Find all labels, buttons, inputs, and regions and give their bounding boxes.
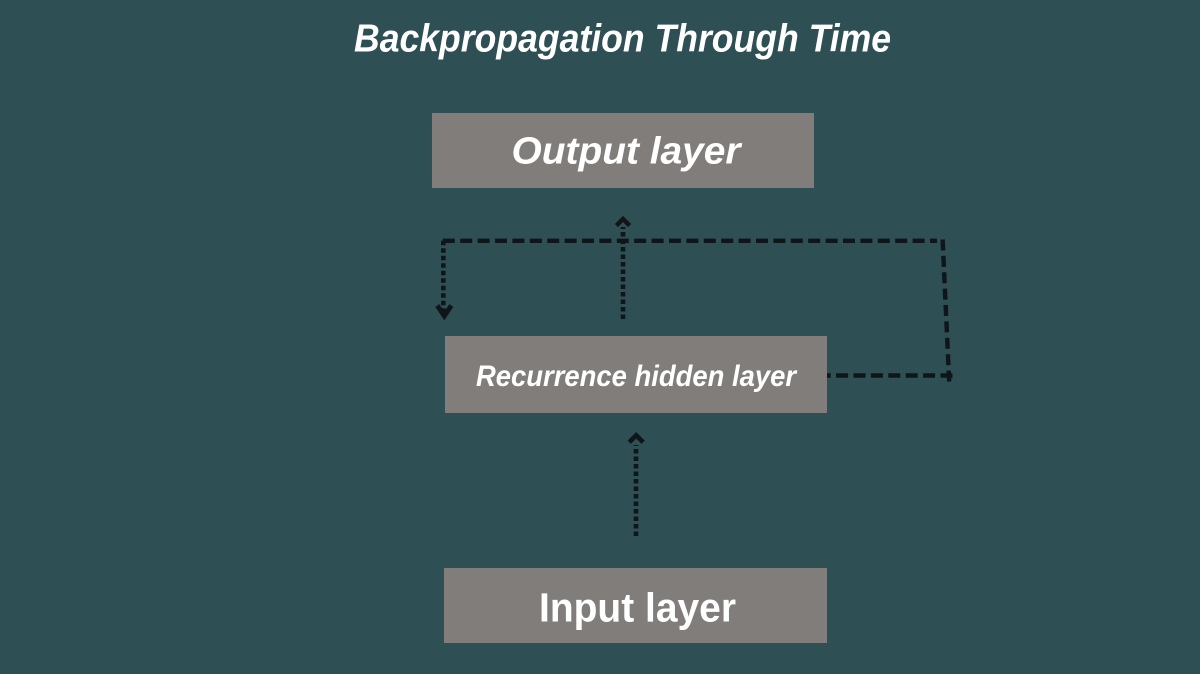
svg-text:Recurrence hidden layer: Recurrence hidden layer bbox=[476, 360, 798, 393]
svg-text:Backpropagation Through Time: Backpropagation Through Time bbox=[354, 17, 891, 60]
svg-text:Input layer: Input layer bbox=[539, 585, 736, 631]
svg-text:Output layer: Output layer bbox=[512, 130, 743, 172]
